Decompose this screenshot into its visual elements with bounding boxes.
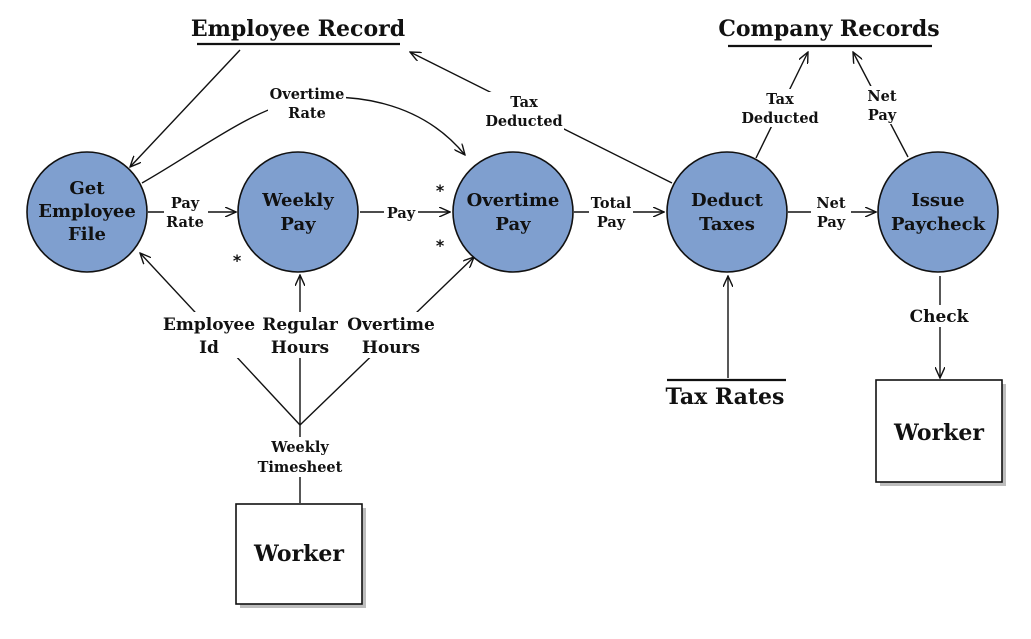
svg-text:Check: Check — [910, 307, 970, 327]
star-marker: * — [436, 181, 445, 200]
svg-text:Overtime: Overtime — [270, 86, 345, 103]
flow-label-overtime-rate: Overtime Rate — [268, 84, 346, 124]
flow-label-pay-rate: Pay Rate — [164, 193, 208, 231]
svg-text:Overtime: Overtime — [347, 315, 435, 335]
svg-text:Get: Get — [69, 178, 105, 199]
star-marker: * — [233, 251, 242, 270]
data-store-label: Employee Record — [191, 16, 405, 42]
flow-label-employee-id: Employee Id — [163, 312, 255, 358]
svg-text:Weekly: Weekly — [270, 439, 329, 456]
flow-label-pay: Pay — [384, 203, 418, 223]
svg-text:Overtime: Overtime — [467, 190, 560, 211]
svg-text:Net: Net — [867, 88, 896, 105]
svg-text:Total: Total — [591, 195, 632, 212]
process-overtime-pay: Overtime Pay — [452, 151, 574, 273]
flow-label-regular-hours: Regular Hours — [262, 312, 339, 358]
svg-text:Pay: Pay — [387, 205, 416, 222]
flow-label-tax-deducted-top: Tax Deducted — [740, 89, 820, 127]
process-deduct-taxes: Deduct Taxes — [666, 151, 788, 273]
flow-label-weekly-timesheet: Weekly Timesheet — [258, 437, 343, 477]
flow-label-check: Check — [908, 305, 972, 327]
svg-text:Issue: Issue — [911, 190, 964, 211]
data-store-label: Tax Rates — [666, 384, 785, 410]
flow-label-net-pay: Net Pay — [811, 193, 851, 231]
svg-text:Hours: Hours — [362, 338, 420, 358]
svg-text:Hours: Hours — [271, 338, 329, 358]
data-store-tax-rates: Tax Rates — [666, 378, 786, 410]
svg-text:Weekly: Weekly — [261, 190, 334, 211]
svg-text:File: File — [68, 224, 106, 245]
edge-employee-record-to-get-file — [130, 49, 241, 167]
svg-text:Pay: Pay — [171, 195, 200, 212]
svg-text:Pay: Pay — [868, 107, 897, 124]
external-label: Worker — [893, 420, 984, 446]
external-worker-bottom: Worker — [235, 503, 366, 608]
svg-text:Tax: Tax — [766, 91, 794, 108]
svg-text:Taxes: Taxes — [699, 214, 755, 235]
svg-text:Tax: Tax — [510, 94, 538, 111]
svg-text:Net: Net — [816, 195, 845, 212]
svg-text:Pay: Pay — [280, 214, 316, 235]
process-get-employee-file: Get Employee File — [26, 151, 148, 273]
data-store-company-records: Company Records — [718, 16, 940, 48]
star-marker: * — [436, 236, 445, 255]
flow-label-net-pay-top: Net Pay — [862, 86, 902, 124]
svg-text:Rate: Rate — [166, 214, 204, 231]
svg-text:Regular: Regular — [262, 315, 339, 335]
svg-text:Paycheck: Paycheck — [891, 214, 986, 235]
external-worker-right: Worker — [875, 379, 1006, 486]
svg-text:Deducted: Deducted — [485, 113, 562, 130]
svg-text:Pay: Pay — [817, 214, 846, 231]
svg-text:Timesheet: Timesheet — [258, 459, 343, 476]
external-label: Worker — [253, 541, 344, 567]
svg-text:Pay: Pay — [597, 214, 626, 231]
process-issue-paycheck: Issue Paycheck — [877, 151, 999, 273]
data-store-employee-record: Employee Record — [191, 16, 405, 46]
svg-text:Rate: Rate — [288, 105, 326, 122]
flow-label-total-pay: Total Pay — [589, 193, 633, 231]
process-weekly-pay: Weekly Pay — [237, 151, 359, 273]
svg-text:Employee: Employee — [38, 201, 136, 222]
svg-text:Deduct: Deduct — [691, 190, 764, 211]
flow-label-overtime-hours: Overtime Hours — [346, 312, 436, 358]
data-store-label: Company Records — [718, 16, 939, 42]
svg-text:Employee: Employee — [163, 315, 255, 335]
svg-text:Deducted: Deducted — [741, 110, 818, 127]
svg-text:Pay: Pay — [495, 214, 531, 235]
svg-text:Id: Id — [199, 338, 219, 358]
flow-label-tax-deducted-left: Tax Deducted — [484, 92, 564, 130]
